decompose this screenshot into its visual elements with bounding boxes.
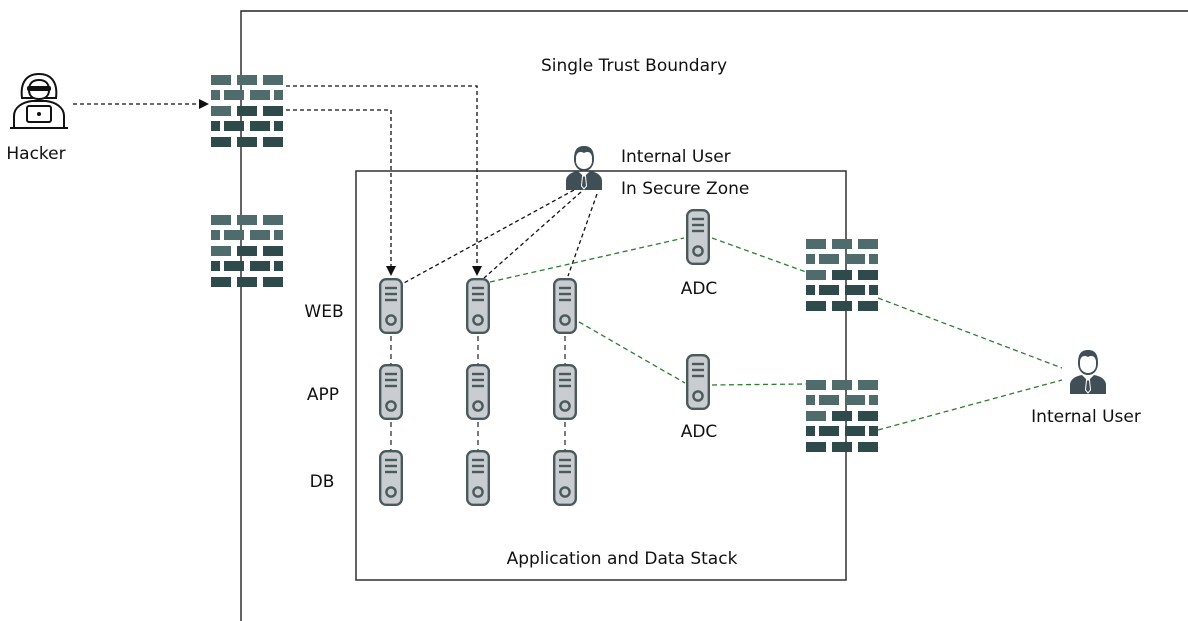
internal-user-external-label: Internal User (1031, 407, 1141, 427)
secure-zone-box (355, 170, 847, 581)
internal-user-secure-label-line2: In Secure Zone (621, 179, 749, 199)
attack-path-to-web-1 (286, 109, 396, 276)
server-icon (466, 450, 490, 506)
adc-label-bottom: ADC (681, 422, 718, 442)
server-icon (553, 364, 577, 420)
adc-link-bottom (711, 383, 807, 386)
internal-access-path (401, 189, 575, 285)
server-icon (379, 364, 403, 420)
server-icon (553, 278, 577, 334)
user-icon (1069, 349, 1107, 394)
firewall-icon (211, 215, 283, 287)
adc-label-top: ADC (681, 279, 718, 299)
hacker-label: Hacker (6, 144, 65, 164)
trust-boundary-label: Single Trust Boundary (541, 56, 727, 76)
server-icon (466, 278, 490, 334)
firewall-icon (211, 75, 283, 147)
firewall-icon (806, 380, 878, 452)
attack-path-to-web-2 (286, 85, 482, 276)
server-icon (686, 354, 710, 410)
internal-access-path (483, 191, 582, 279)
hacker-icon (10, 72, 68, 129)
adc-link-bottom (578, 321, 686, 384)
server-icon (553, 450, 577, 506)
tier-label-app: APP (307, 385, 339, 405)
adc-link-top (489, 237, 685, 283)
user-icon (565, 145, 603, 190)
trust-boundary-line (240, 10, 1188, 621)
internal-user-secure-label-line1: Internal User (621, 147, 731, 167)
server-icon (686, 209, 710, 265)
tier-label-web: WEB (304, 302, 343, 322)
external-link-bottom (877, 379, 1063, 431)
server-icon (466, 364, 490, 420)
external-link-top (877, 297, 1063, 369)
firewall-icon (806, 239, 878, 311)
server-icon (379, 278, 403, 334)
tier-label-db: DB (310, 472, 335, 492)
stack-caption: Application and Data Stack (507, 549, 738, 569)
adc-link-top (711, 237, 807, 273)
server-icon (379, 450, 403, 506)
internal-access-path (567, 193, 598, 277)
